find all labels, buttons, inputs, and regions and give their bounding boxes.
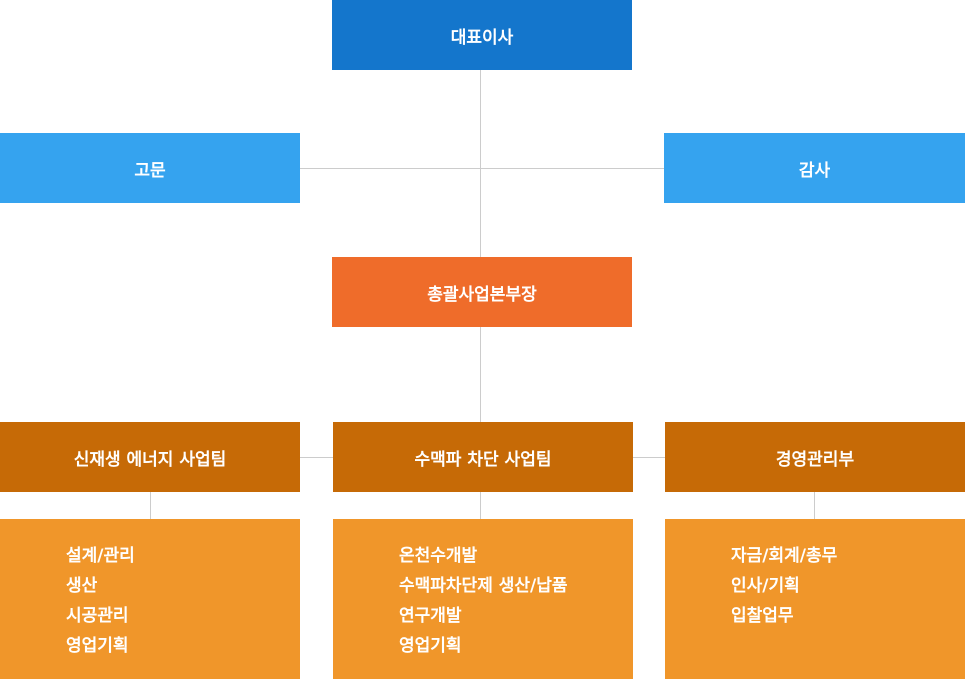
team-label: 경영관리부: [775, 449, 855, 470]
team-label: 수맥파 차단 사업팀: [414, 449, 552, 470]
team-box-management: 경영관리부: [665, 422, 965, 492]
general-manager-label: 총괄사업본부장: [427, 284, 537, 305]
duty-item: 연구개발: [399, 606, 462, 626]
connector-advisor-auditor: [300, 168, 664, 169]
auditor-label: 감사: [798, 160, 831, 181]
duty-item: 자금/회계/총무: [731, 546, 838, 566]
team-detail-renewable-energy: 설계/관리 생산 시공관리 영업기획: [0, 519, 300, 679]
duty-item: 시공관리: [66, 606, 129, 626]
duty-item: 인사/기획: [731, 576, 800, 596]
advisor-label: 고문: [134, 160, 166, 181]
connector-gm-to-teams: [480, 327, 481, 422]
connector-team1-detail: [150, 492, 151, 519]
team-detail-water-vein: 온천수개발 수맥파차단제 생산/납품 연구개발 영업기획: [333, 519, 633, 679]
connector-ceo-to-gm: [480, 70, 481, 257]
auditor-box: 감사: [664, 133, 965, 203]
duty-item: 영업기획: [399, 636, 462, 656]
duty-list: 설계/관리 생산 시공관리 영업기획: [66, 541, 300, 661]
ceo-label: 대표이사: [450, 27, 514, 48]
team-box-water-vein: 수맥파 차단 사업팀: [333, 422, 633, 492]
team-box-renewable-energy: 신재생 에너지 사업팀: [0, 422, 300, 492]
duty-item: 입찰업무: [731, 606, 794, 626]
connector-team2-detail: [480, 492, 481, 519]
duty-item: 수맥파차단제 생산/납품: [399, 576, 568, 596]
duty-item: 생산: [66, 576, 98, 596]
duty-list: 자금/회계/총무 인사/기획 입찰업무: [731, 541, 965, 631]
duty-list: 온천수개발 수맥파차단제 생산/납품 연구개발 영업기획: [399, 541, 633, 661]
general-manager-box: 총괄사업본부장: [332, 257, 632, 327]
duty-item: 온천수개발: [399, 546, 478, 566]
advisor-box: 고문: [0, 133, 300, 203]
connector-team3-detail: [814, 492, 815, 519]
team-label: 신재생 에너지 사업팀: [73, 449, 227, 470]
duty-item: 설계/관리: [66, 546, 135, 566]
team-detail-management: 자금/회계/총무 인사/기획 입찰업무: [665, 519, 965, 679]
duty-item: 영업기획: [66, 636, 129, 656]
ceo-box: 대표이사: [332, 0, 632, 70]
